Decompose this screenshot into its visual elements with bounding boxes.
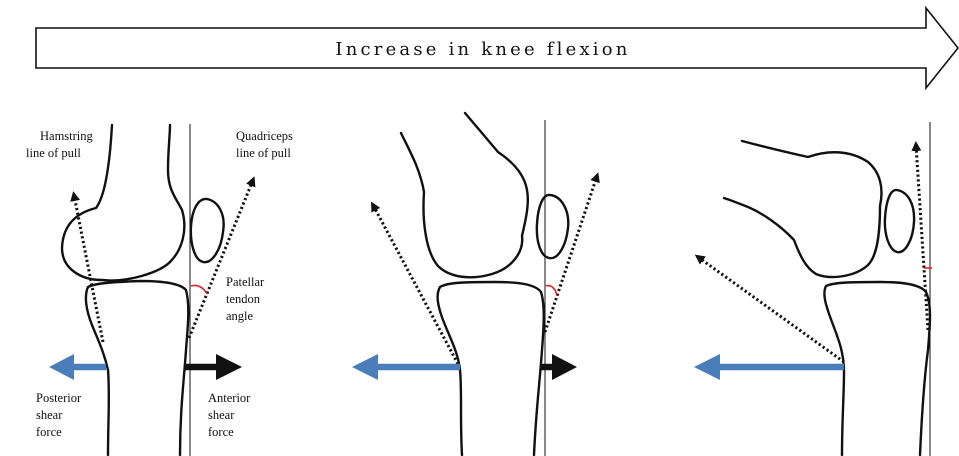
posterior-shear-arrow-3 [694, 354, 844, 380]
quadriceps-line-of-pull-2 [545, 176, 597, 332]
femur-3 [724, 141, 882, 277]
posterior-shear-label: Posterior shear force [36, 391, 84, 439]
patella-2 [537, 195, 568, 258]
panel-moderate-flexion [352, 113, 597, 456]
patella-1 [191, 199, 224, 262]
patellar-tendon-angle-marker-2 [546, 286, 557, 296]
flexion-arrow: Increase in knee flexion [36, 8, 958, 88]
anterior-shear-arrow-1 [184, 354, 242, 380]
posterior-shear-arrow-1 [49, 354, 106, 380]
panel-extended-knee: Hamstring line of pull Quadriceps line o… [26, 124, 296, 456]
anterior-shear-label: Anterior shear force [208, 391, 253, 439]
panel-deep-flexion [694, 122, 932, 456]
hamstring-label: Hamstring line of pull [26, 129, 96, 160]
posterior-shear-arrow-2 [352, 354, 460, 380]
patellar-tendon-angle-label: Patellar tendon angle [226, 275, 267, 323]
hamstring-line-of-pull-3 [698, 257, 844, 362]
flexion-arrow-label: Increase in knee flexion [335, 39, 630, 60]
patellar-tendon-angle-marker-1 [191, 285, 207, 294]
femur-2 [401, 113, 528, 277]
patella-3 [885, 190, 914, 252]
quadriceps-label: Quadriceps line of pull [236, 129, 296, 160]
quadriceps-line-of-pull-3 [916, 145, 928, 330]
anterior-shear-arrow-2 [540, 354, 577, 380]
